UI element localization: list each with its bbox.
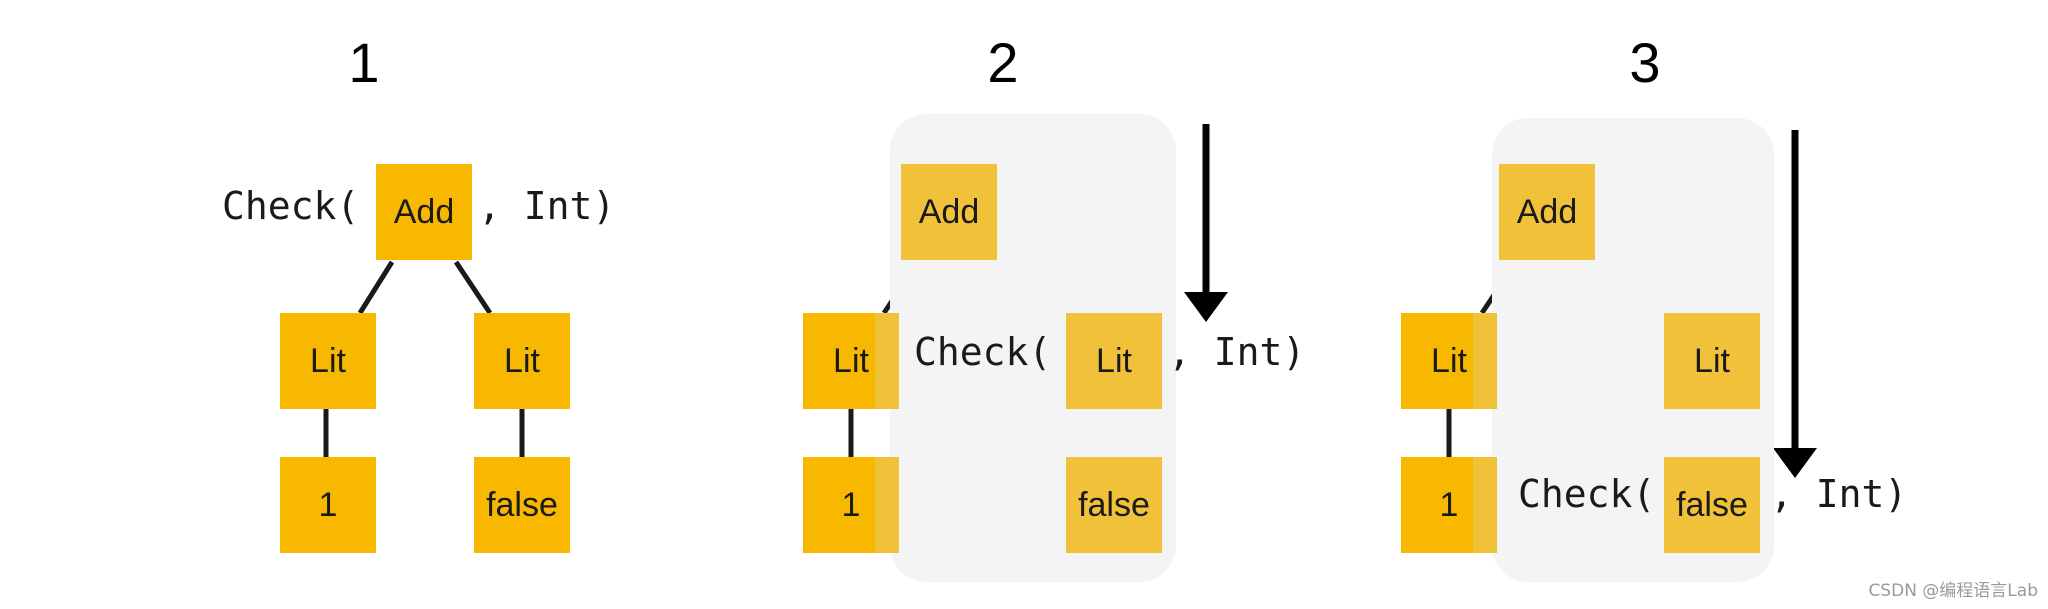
check-prefix: Check( xyxy=(1518,472,1656,516)
watermark: CSDN @编程语言Lab xyxy=(1868,581,2038,601)
node-leaf-false: false xyxy=(1066,457,1162,553)
check-prefix: Check( xyxy=(914,330,1052,374)
node-lit-right: Lit xyxy=(1066,313,1162,409)
node-leaf-false: false xyxy=(1664,457,1760,553)
node-leaf-1: 1 xyxy=(803,457,899,553)
node-leaf-false: false xyxy=(474,457,570,553)
node-lit-left: Lit xyxy=(280,313,376,409)
down-arrow-icon xyxy=(1184,124,1228,322)
check-suffix: , Int) xyxy=(1168,330,1306,374)
step-number: 2 xyxy=(987,31,1019,94)
check-suffix: , Int) xyxy=(1770,472,1908,516)
step-number: 3 xyxy=(1629,31,1661,94)
edge-add-left-lit xyxy=(357,260,395,315)
node-lit-right: Lit xyxy=(474,313,570,409)
node-add: Add xyxy=(376,164,472,260)
step-number: 1 xyxy=(348,31,380,94)
node-leaf-1: 1 xyxy=(280,457,376,553)
node-leaf-1: 1 xyxy=(1401,457,1497,553)
node-add: Add xyxy=(901,164,997,260)
node-lit-right: Lit xyxy=(1664,313,1760,409)
edge-add-right-lit xyxy=(453,260,493,315)
node-add: Add xyxy=(1499,164,1595,260)
check-suffix: , Int) xyxy=(478,184,616,228)
node-lit-left: Lit xyxy=(1401,313,1497,409)
check-prefix: Check( xyxy=(222,184,360,228)
down-arrow-icon xyxy=(1773,130,1817,478)
node-lit-left: Lit xyxy=(803,313,899,409)
